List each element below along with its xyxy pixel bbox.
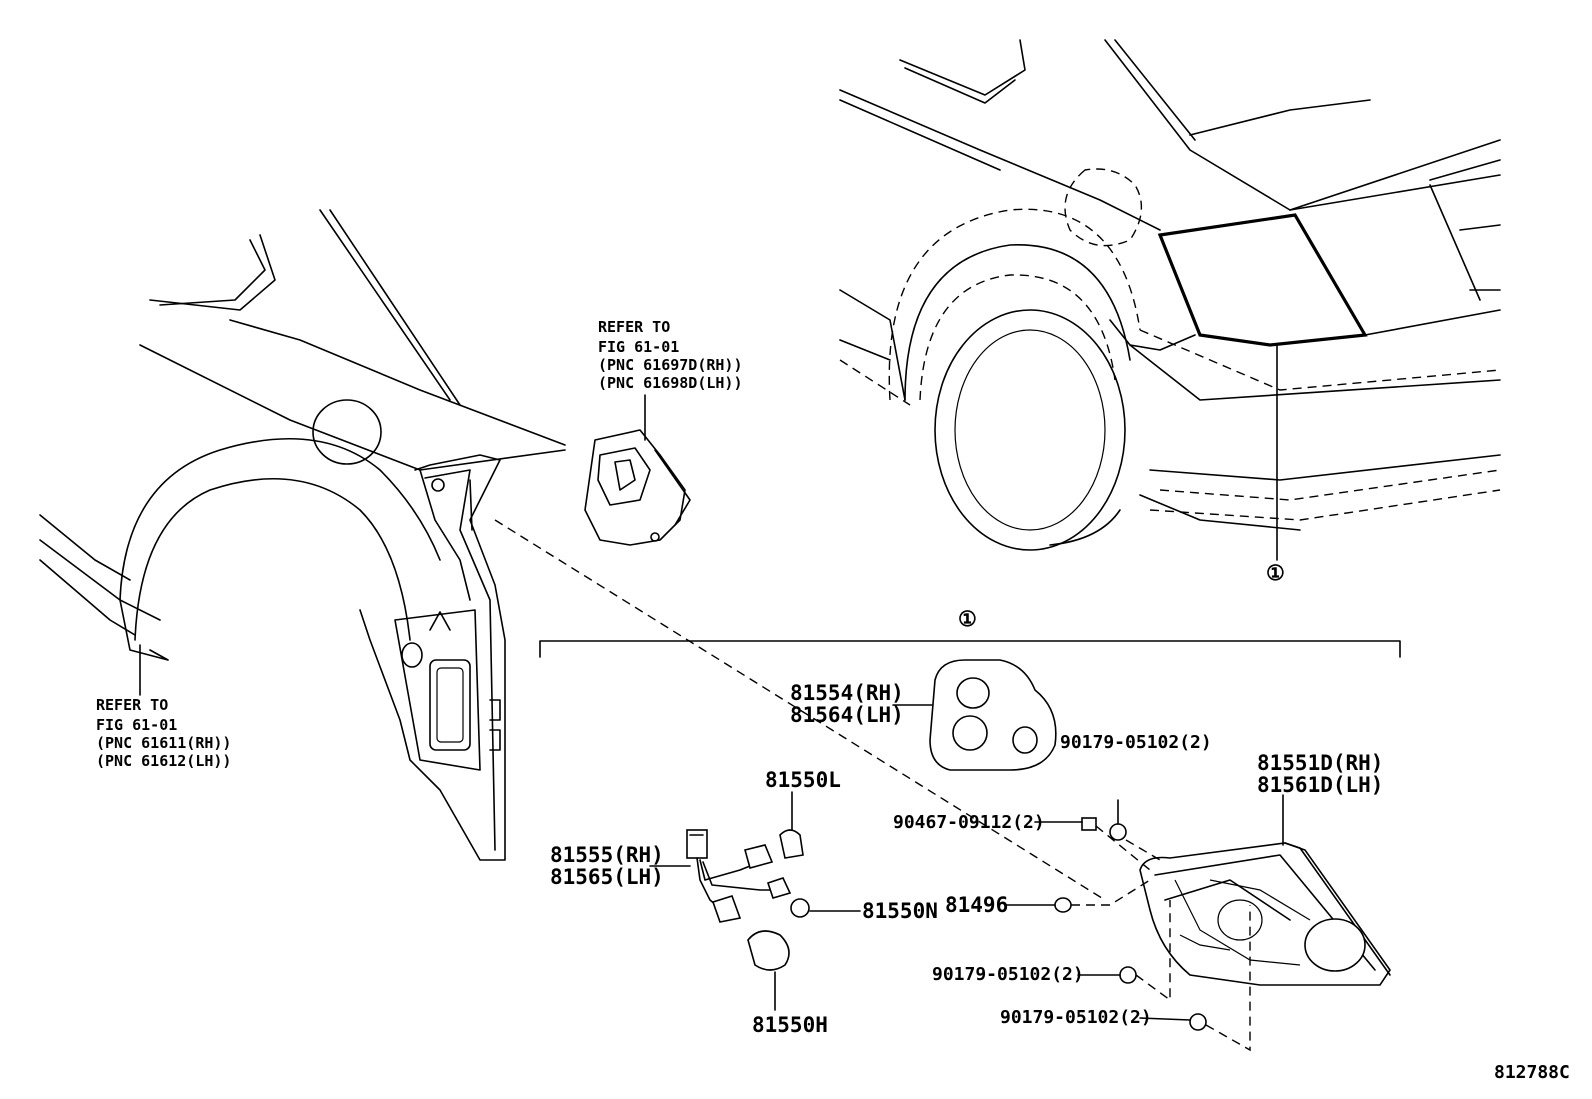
figure-id: 812788C [1494, 1062, 1570, 1083]
refer-upper-line2: FIG 61-01 [598, 338, 679, 356]
label-81564[interactable]: 81564(LH) [790, 703, 904, 727]
label-81550H[interactable]: 81550H [752, 1013, 828, 1037]
gasket-drawing [892, 659, 1057, 771]
tail-lamp-drawing [1139, 794, 1391, 986]
refer-lower-callout: REFER TO FIG 61-01 (PNC 61611(RH)) (PNC … [96, 696, 231, 770]
label-81551D[interactable]: 81551D(RH) [1257, 751, 1383, 775]
refer-lower-line2: FIG 61-01 [96, 716, 177, 734]
refer-upper-callout: REFER TO FIG 61-01 (PNC 61697D(RH)) (PNC… [598, 318, 743, 392]
assembly-marker: ① [958, 607, 977, 631]
label-81554[interactable]: 81554(RH) [790, 681, 904, 705]
refer-upper-line1: REFER TO [598, 318, 670, 336]
refer-upper-line4: (PNC 61698D(LH)) [598, 374, 743, 392]
socket-wire-drawing [649, 791, 861, 1011]
refer-upper-line3: (PNC 61697D(RH)) [598, 356, 743, 374]
label-81561D[interactable]: 81561D(LH) [1257, 773, 1383, 797]
car-marker: ① [1266, 561, 1285, 585]
label-clip[interactable]: 90467-09112(2) [893, 812, 1045, 833]
quarter-panel-drawing [39, 209, 566, 861]
refer-lower-line4: (PNC 61612(LH)) [96, 752, 231, 770]
label-screw-a[interactable]: 90179-05102(2) [1060, 732, 1212, 753]
label-81550L[interactable]: 81550L [765, 768, 841, 792]
refer-lower-line1: REFER TO [96, 696, 168, 714]
car-rear-drawing [839, 39, 1501, 561]
label-screw-b[interactable]: 90179-05102(2) [932, 964, 1084, 985]
label-81565[interactable]: 81565(LH) [550, 865, 664, 889]
label-screw-c[interactable]: 90179-05102(2) [1000, 1007, 1152, 1028]
label-81550N[interactable]: 81550N [862, 899, 938, 923]
inner-panel-drawing [584, 429, 691, 546]
label-81496[interactable]: 81496 [945, 893, 1008, 917]
refer-lower-line3: (PNC 61611(RH)) [96, 734, 231, 752]
fasteners-drawing [1004, 799, 1251, 1052]
label-81555[interactable]: 81555(RH) [550, 843, 664, 867]
assembly-bracket [539, 640, 1401, 658]
